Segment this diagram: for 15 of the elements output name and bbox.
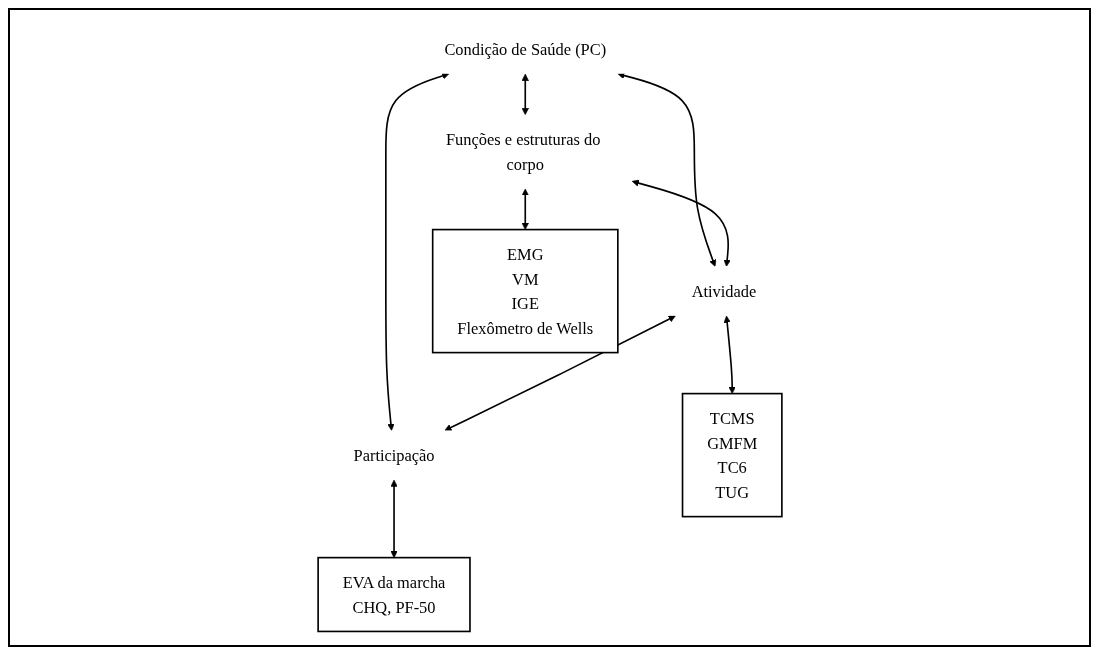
- arrow: [723, 315, 736, 394]
- arrow: [521, 188, 529, 230]
- arrow: [631, 179, 731, 267]
- arrow: [617, 71, 716, 267]
- node-box: TCMS GMFM TC6 TUG: [681, 392, 783, 517]
- node-text: Participação: [353, 445, 435, 464]
- node-text: Condição de Saúde (PC): [443, 39, 606, 58]
- node-text: Funções e estruturas do corpo: [445, 129, 600, 173]
- arrow: [384, 71, 449, 431]
- node-box: EMG VM IGE Flexômetro de Wells: [431, 228, 619, 353]
- arrow: [521, 73, 529, 115]
- arrow: [389, 479, 398, 558]
- arrow: [443, 315, 676, 431]
- node-box: EVA da marcha CHQ, PF-50: [316, 556, 471, 632]
- node-text: Atividade: [691, 281, 756, 300]
